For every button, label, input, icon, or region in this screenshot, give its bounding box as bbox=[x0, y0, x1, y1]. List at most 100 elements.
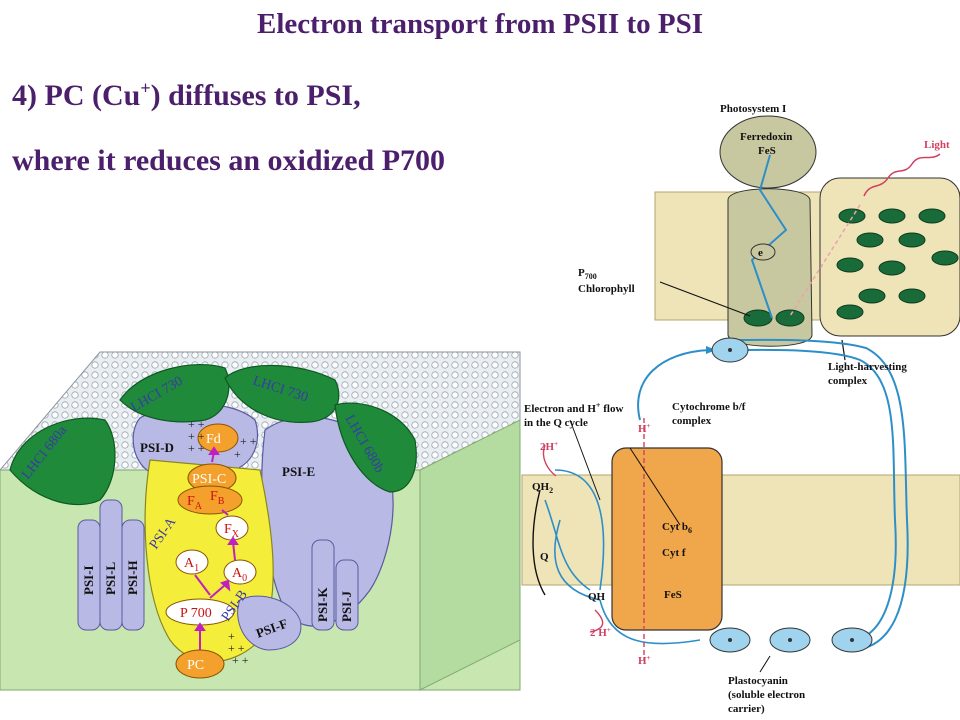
charge-marks: + ++ ++ + + ++ ++ ++ + bbox=[188, 417, 257, 667]
psi-d-label: PSI-D bbox=[140, 440, 174, 455]
slide-title: Electron transport from PSII to PSI bbox=[257, 8, 703, 40]
psi-c-label: PSI-C bbox=[192, 472, 226, 487]
psi-j-label: PSI-J bbox=[339, 590, 354, 622]
lh-complex-label-2: complex bbox=[828, 375, 868, 387]
plastocyanin-label-2: (soluble electron bbox=[728, 689, 805, 701]
cyt-b6-sub: 6 bbox=[688, 526, 692, 535]
svg-text:+ +: + + bbox=[188, 441, 205, 455]
flow-label-1: Electron and H+ flow bbox=[524, 401, 623, 415]
fx-letter: F bbox=[224, 522, 232, 537]
cyt-bf-complex bbox=[611, 447, 723, 631]
svg-text:+ +: + + bbox=[232, 653, 249, 667]
svg-text:+ +: + + bbox=[188, 417, 205, 431]
psi-k-label: PSI-K bbox=[315, 586, 330, 622]
psi-electron-path bbox=[750, 154, 788, 319]
qh-label: QH bbox=[588, 591, 606, 603]
electron-symbol bbox=[750, 243, 776, 261]
a0-cofactor bbox=[223, 559, 257, 585]
q-label: Q bbox=[540, 551, 549, 563]
h-plus-top-label: H+ bbox=[638, 422, 651, 435]
p700-chain-sub: 700 bbox=[585, 272, 597, 281]
psi-j-helix bbox=[335, 559, 359, 631]
h-arrow-bottom bbox=[589, 609, 604, 633]
point-4-prefix: 4) PC (Cu bbox=[12, 79, 141, 112]
a0-label: A0 bbox=[232, 566, 247, 584]
pc-pointer bbox=[759, 655, 771, 673]
a1-sub: 1 bbox=[194, 563, 199, 574]
fb-letter: F bbox=[210, 489, 218, 504]
pc-loop-inner bbox=[739, 338, 909, 651]
fd-label: Fd bbox=[206, 432, 221, 447]
svg-text:+: + bbox=[228, 629, 235, 643]
two-h-top-letter: 2H bbox=[540, 441, 555, 453]
energy-transfer-dashes bbox=[789, 204, 861, 317]
fa-sub: A bbox=[195, 501, 203, 512]
fd-cofactor bbox=[197, 423, 239, 453]
plastocyanin-label-3: carrier) bbox=[728, 703, 765, 715]
light-label: Light bbox=[924, 139, 950, 151]
psi-k-helix bbox=[311, 539, 335, 631]
a1-label: A1 bbox=[184, 556, 199, 574]
membrane-right-ledge bbox=[419, 419, 521, 691]
q-cycle-arrows bbox=[544, 469, 701, 645]
lhci-680b-blob bbox=[334, 402, 417, 493]
cyt-complex-label-1: Cytochrome b/f bbox=[672, 401, 746, 413]
q-return-arrow bbox=[532, 489, 546, 596]
fes-bottom-label: FeS bbox=[664, 589, 682, 601]
fa-letter: F bbox=[187, 494, 195, 509]
lh-chlorophylls bbox=[743, 208, 959, 327]
p700-pointer bbox=[659, 281, 751, 317]
point-4-line: 4) PC (Cu+) diffuses to PSI, bbox=[12, 78, 361, 113]
p700-chain-letter: P bbox=[578, 267, 585, 279]
lhci-680a-blob bbox=[9, 417, 116, 506]
two-h-top-label: 2H+ bbox=[540, 440, 558, 453]
two-h-bottom-label: 2 H+ bbox=[590, 626, 611, 639]
electron-letter: e bbox=[758, 247, 763, 259]
lower-membrane bbox=[521, 474, 960, 586]
svg-text:+ +: + + bbox=[240, 434, 257, 448]
fa-fb-cofactor bbox=[177, 485, 243, 515]
a0-letter: A bbox=[232, 566, 243, 581]
cu-charge: + bbox=[140, 78, 151, 98]
lhci-730-blob-1 bbox=[119, 363, 230, 423]
p700-label: P 700 bbox=[180, 606, 212, 621]
a1-letter: A bbox=[184, 556, 195, 571]
light-wavy-arrow bbox=[863, 153, 941, 197]
fes-top-label: FeS bbox=[758, 145, 776, 157]
qh2-letter: QH bbox=[532, 481, 550, 493]
fb-label: FB bbox=[210, 489, 225, 507]
chlorophyll-label: Chlorophyll bbox=[578, 283, 635, 295]
psi-l-label: PSI-L bbox=[103, 561, 118, 595]
psi-e-label: PSI-E bbox=[282, 464, 315, 479]
svg-text:+: + bbox=[234, 447, 241, 461]
qh2-label: QH2 bbox=[532, 481, 553, 495]
svg-text:+ +: + + bbox=[228, 641, 245, 655]
psi-h-helix bbox=[121, 519, 145, 631]
svg-text:+ +: + + bbox=[188, 429, 205, 443]
h-arrow-top bbox=[542, 444, 557, 477]
flow-label-1b: flow bbox=[600, 403, 623, 415]
p700-chain-label: P700 bbox=[578, 267, 597, 281]
point-4-suffix: ) diffuses to PSI, bbox=[150, 79, 361, 112]
h-plus-bottom-letter: H bbox=[638, 655, 647, 667]
a1-cofactor bbox=[175, 549, 209, 575]
flow-label-2: in the Q cycle bbox=[524, 417, 588, 429]
psi-i-label: PSI-I bbox=[81, 565, 96, 595]
cyt-complex-label-2: complex bbox=[672, 415, 712, 427]
pc-return-loop bbox=[739, 348, 897, 641]
electron-path-arrows bbox=[194, 446, 239, 650]
lh-complex-label-1: Light-harvesting bbox=[828, 361, 907, 373]
cyt-b6-label: Cyt b6 bbox=[662, 521, 692, 535]
pc-to-psi-arrow bbox=[637, 349, 711, 421]
cyt-b6-letter: Cyt b bbox=[662, 521, 688, 533]
pc-label: PC bbox=[187, 658, 204, 673]
psi-h-label: PSI-H bbox=[125, 560, 140, 595]
h-plus-top-letter: H bbox=[638, 423, 647, 435]
cyt-f-label: Cyt f bbox=[662, 547, 686, 559]
flow-label-1a: Electron and H bbox=[524, 403, 596, 415]
point-4-continuation: where it reduces an oxidized P700 bbox=[12, 144, 446, 177]
fb-sub: B bbox=[218, 496, 225, 507]
ferredoxin-label: Ferredoxin bbox=[740, 131, 792, 143]
h-plus-bottom-label: H+ bbox=[638, 654, 651, 667]
